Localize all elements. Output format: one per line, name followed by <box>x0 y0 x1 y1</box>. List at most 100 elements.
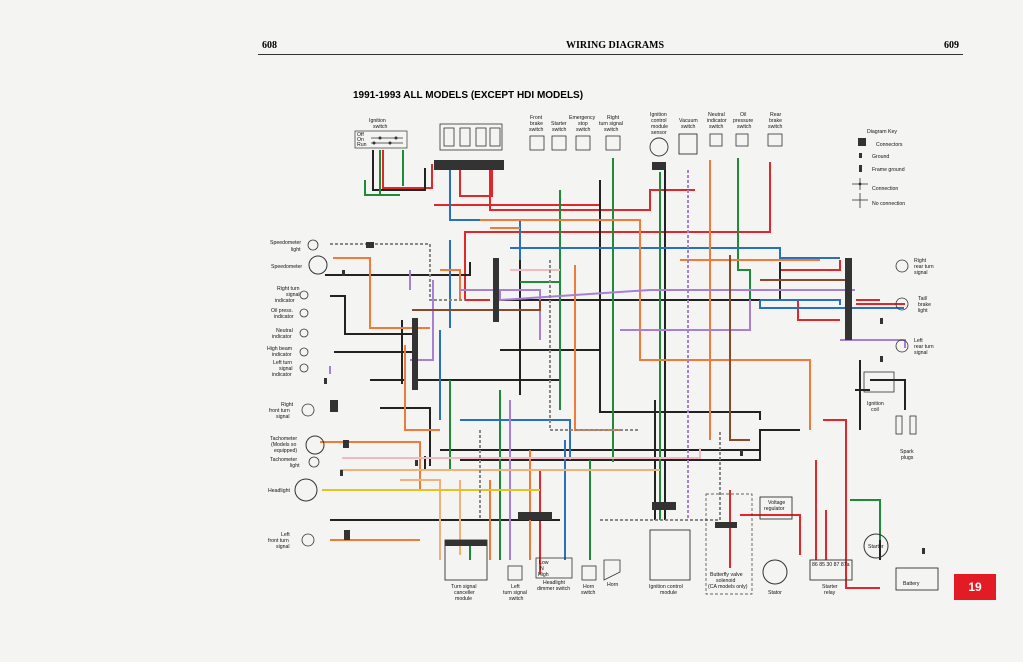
svg-text:switch: switch <box>552 127 567 133</box>
svg-text:Front: Front <box>530 115 543 121</box>
left-front-turn-signal: Left front turn signal <box>268 532 315 550</box>
svg-text:Left: Left <box>511 584 520 590</box>
svg-text:Oil: Oil <box>740 112 746 118</box>
svg-text:Neutral: Neutral <box>708 112 725 118</box>
left-turn-signal-switch: Left turn signal switch <box>503 565 527 602</box>
svg-text:Connection: Connection <box>872 186 898 192</box>
svg-text:Neutral: Neutral <box>276 328 293 334</box>
svg-text:Headlight: Headlight <box>268 488 290 494</box>
vacuum-switch: Vacuum switch <box>678 118 698 155</box>
svg-text:Battery: Battery <box>903 581 920 587</box>
section-tab[interactable]: 19 <box>954 574 996 600</box>
svg-text:indicator: indicator <box>707 118 727 124</box>
svg-text:canceller: canceller <box>454 590 475 596</box>
battery: Battery <box>895 567 939 591</box>
left-components: Speedometer light Speedometer Right turn… <box>267 239 328 550</box>
spark-plugs: Spark plugs <box>895 415 917 461</box>
svg-text:regulator: regulator <box>764 506 785 512</box>
ground-icons <box>324 270 925 554</box>
svg-text:Tail/: Tail/ <box>918 296 928 302</box>
svg-text:N: N <box>540 566 544 572</box>
svg-text:sensor: sensor <box>651 130 667 136</box>
svg-text:Ground: Ground <box>872 154 889 160</box>
stator: Stator <box>762 559 788 596</box>
sensor-connector <box>652 162 666 170</box>
svg-text:Ignition: Ignition <box>369 118 386 124</box>
svg-text:module: module <box>455 596 472 602</box>
circuit-breakers <box>439 123 503 151</box>
svg-text:Starter: Starter <box>551 121 567 127</box>
svg-text:rear turn: rear turn <box>914 264 934 270</box>
svg-text:switch: switch <box>604 127 619 133</box>
svg-text:Oil press.: Oil press. <box>271 308 293 314</box>
svg-text:Off: Off <box>357 132 364 138</box>
front-brake-switch: Front brake switch <box>529 115 545 151</box>
right-turn-connector <box>330 400 338 412</box>
right-front-turn-signal: Right front turn signal <box>269 402 315 420</box>
svg-text:Starter: Starter <box>868 544 884 550</box>
svg-text:stop: stop <box>578 121 588 127</box>
svg-text:Horn: Horn <box>583 584 594 590</box>
headlight-dimmer-switch: Low N High Headlight dimmer switch <box>535 557 573 592</box>
svg-text:Diagram Key: Diagram Key <box>867 129 897 135</box>
neutral-switch: Neutral indicator switch <box>707 112 727 147</box>
svg-text:Starter: Starter <box>822 584 838 590</box>
svg-text:dimmer switch: dimmer switch <box>537 586 570 592</box>
svg-text:Rear: Rear <box>770 112 782 118</box>
tachometer-light: Tachometer light <box>270 456 320 469</box>
svg-text:rear turn: rear turn <box>914 344 934 350</box>
svg-text:plugs: plugs <box>901 455 914 461</box>
svg-text:Turn signal: Turn signal <box>451 584 476 590</box>
main-connector-top <box>434 160 504 170</box>
svg-text:front turn: front turn <box>269 408 290 414</box>
svg-text:switch: switch <box>709 124 724 130</box>
svg-text:Spark: Spark <box>900 449 914 455</box>
svg-text:module: module <box>660 590 677 596</box>
speedo-connector <box>366 242 374 248</box>
main-connector-center <box>493 258 499 322</box>
speedometer-light: Speedometer light <box>270 239 319 253</box>
right-turn-indicator: Right turn signal indicator <box>275 286 309 304</box>
green-wires <box>364 150 881 560</box>
svg-text:Vacuum: Vacuum <box>679 118 698 124</box>
icm-sensor: Ignition control module sensor <box>649 112 669 157</box>
svg-text:signal: signal <box>279 366 293 372</box>
svg-text:indicator: indicator <box>272 372 292 378</box>
svg-text:switch: switch <box>576 127 591 133</box>
svg-text:indicator: indicator <box>274 314 294 320</box>
svg-text:Frame ground: Frame ground <box>872 167 905 173</box>
pink-wires <box>342 269 701 459</box>
horn-switch: Horn switch <box>581 565 597 596</box>
svg-text:module: module <box>651 124 668 130</box>
svg-text:relay: relay <box>824 590 836 596</box>
ignition-control-module: Ignition control module <box>649 529 691 596</box>
tach-connector <box>343 440 349 448</box>
svg-text:switch: switch <box>581 590 596 596</box>
svg-text:equipped): equipped) <box>274 448 297 454</box>
left-turn-connector <box>344 530 350 540</box>
svg-text:Speedometer: Speedometer <box>271 264 302 270</box>
diagram-key: Diagram Key Connectors Ground Frame grou… <box>852 129 905 208</box>
svg-text:Right: Right <box>914 258 927 264</box>
svg-text:signal: signal <box>286 292 300 298</box>
svg-text:Tachometer: Tachometer <box>270 436 297 442</box>
svg-text:Left: Left <box>914 338 923 344</box>
svg-text:brake: brake <box>530 121 543 127</box>
svg-text:Connectors: Connectors <box>876 142 903 148</box>
butterfly-connector <box>715 522 737 528</box>
turn-signal-canceller-module: Turn signal canceller module <box>444 539 488 602</box>
emergency-stop-switch: Emergency stop switch <box>569 115 596 151</box>
svg-text:High beam: High beam <box>267 346 292 352</box>
headlight: Headlight <box>268 478 318 502</box>
right-components: Right rear turn signal Tail/ brake light… <box>863 258 934 461</box>
svg-text:indicator: indicator <box>272 352 292 358</box>
wires <box>320 150 906 589</box>
voltage-regulator: Voltage regulator <box>759 496 793 520</box>
left-turn-indicator: Left turn signal indicator <box>272 360 309 378</box>
svg-text:signal: signal <box>914 350 928 356</box>
svg-text:Stator: Stator <box>768 590 782 596</box>
black-wires <box>325 150 906 560</box>
svg-text:Tachometer: Tachometer <box>270 457 297 463</box>
svg-text:Right turn: Right turn <box>277 286 300 292</box>
right-turn-signal-switch: Right turn signal switch <box>599 115 623 151</box>
